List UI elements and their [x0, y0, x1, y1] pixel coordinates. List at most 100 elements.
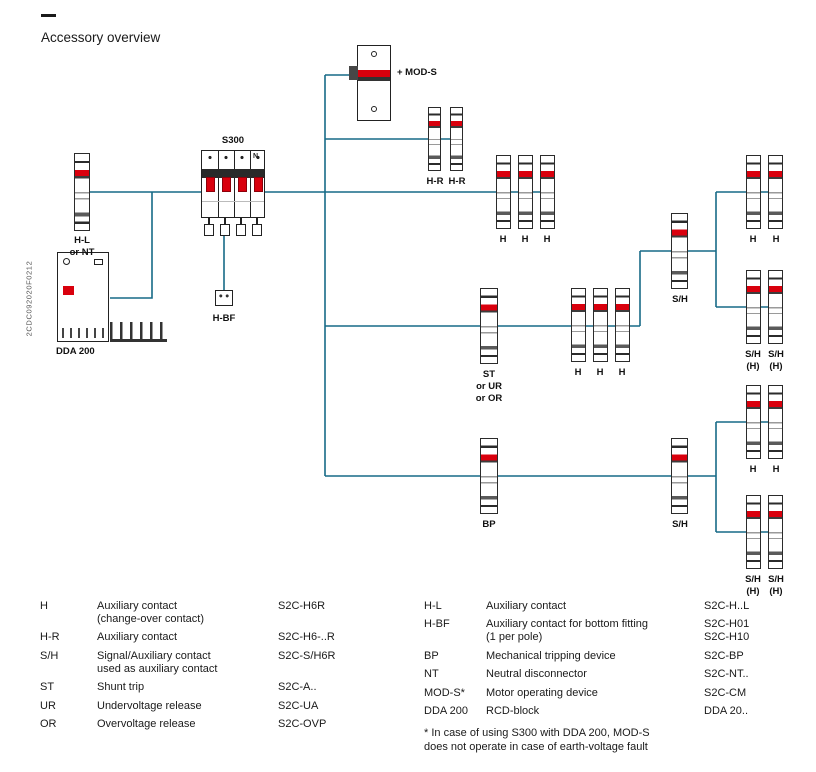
legend-code: S2C-H01 [704, 618, 750, 631]
label-h-bf: H-BF [212, 313, 236, 324]
legend-code: S2C-H6-..R [278, 631, 335, 644]
module-h-top-3 [540, 155, 555, 229]
legend-term: UR [40, 699, 56, 712]
legend-desc: Neutral disconnector [486, 668, 587, 681]
legend-code: S2C-UA [278, 699, 319, 712]
footnote-line-2: does not operate in case of earth-voltag… [424, 741, 648, 754]
label-mod-s: + MOD-S [397, 67, 437, 78]
s300-toggle [206, 177, 215, 192]
mod-s-dark-band [358, 77, 390, 81]
label-h-mid-2: H [596, 367, 604, 378]
legend-term: BP [424, 649, 439, 662]
module-h-l [74, 153, 90, 231]
label-s-h-h-tr-2: S/H [768, 349, 784, 360]
label-h-paren-tr-2: (H) [769, 361, 783, 372]
label-s-h-upper: S/H [672, 294, 688, 305]
legend-code: S2C-A.. [278, 681, 317, 694]
legend-right-column: H-L Auxiliary contact S2C-H..L H-BF Auxi… [424, 600, 799, 755]
legend-code: S2C-NT.. [704, 668, 749, 681]
legend-term: MOD-S* [424, 686, 465, 699]
legend-row: UR Undervoltage release S2C-UA [40, 700, 400, 713]
legend-term: H-R [40, 631, 60, 644]
label-s300: S300 [221, 135, 245, 146]
s300-toggle [222, 177, 231, 192]
legend-desc: (1 per pole) [486, 631, 543, 644]
label-s-h-h-br-2: S/H [768, 574, 784, 585]
legend-footnote: * In case of using S300 with DDA 200, MO… [424, 727, 799, 755]
legend-term: H [40, 600, 48, 612]
module-h-bottomright-2 [768, 385, 783, 459]
label-h-paren-br-1: (H) [746, 586, 760, 597]
label-or-nt: or NT [69, 247, 95, 258]
module-h-r-1 [428, 107, 441, 171]
module-h-bottomright-1 [746, 385, 761, 459]
legend-code: S2C-S/H6R [278, 649, 336, 662]
h-bf-device [215, 290, 233, 306]
label-s-h-h-br-1: S/H [745, 574, 761, 585]
legend-desc: used as auxiliary contact [97, 662, 218, 675]
s300-divider [234, 151, 235, 217]
header-dash [41, 14, 56, 17]
mod-s-side-tab [349, 66, 358, 80]
label-h-paren-br-2: (H) [769, 586, 783, 597]
s300-breaker: N [201, 150, 265, 218]
legend-term: H-L [424, 600, 442, 612]
legend-row: H Auxiliary contact(change-over contact)… [40, 600, 400, 626]
dda-busbar-comb [110, 322, 167, 342]
module-s-h-h-bottomright-1 [746, 495, 761, 569]
s300-toggle [254, 177, 263, 192]
module-s-h-h-bottomright-2 [768, 495, 783, 569]
s300-terminal [236, 218, 246, 236]
mod-s-red-band [358, 70, 390, 77]
s300-terminal [204, 218, 214, 236]
module-st-ur-or [480, 288, 498, 364]
legend-desc: Signal/Auxiliary contact [97, 649, 211, 662]
legend-term: S/H [40, 649, 59, 662]
module-s-h-h-topright-1 [746, 270, 761, 344]
legend-row: H-L Auxiliary contact S2C-H..L [424, 600, 799, 613]
module-h-top-2 [518, 155, 533, 229]
legend-code: S2C-H10 [704, 631, 750, 644]
legend-desc: Undervoltage release [97, 699, 202, 712]
module-h-topright-1 [746, 155, 761, 229]
legend-row: H-BF Auxiliary contact for bottom fittin… [424, 618, 799, 644]
s300-divider [250, 151, 251, 217]
legend-term: DDA 200 [424, 705, 469, 718]
legend-desc: Motor operating device [486, 686, 598, 699]
s300-divider [218, 151, 219, 217]
module-h-top-1 [496, 155, 511, 229]
module-h-mid-1 [571, 288, 586, 362]
mod-s-screw-hole [371, 51, 377, 57]
module-bp [480, 438, 498, 514]
legend-desc: Overvoltage release [97, 718, 196, 731]
label-h-r-2: H-R [448, 176, 466, 187]
legend-desc: Auxiliary contact [97, 631, 178, 644]
mod-s-motor-operator [357, 45, 391, 121]
dda-terminal-ticks [62, 328, 104, 338]
s300-neutral-mark: N [253, 153, 259, 160]
connector-line [110, 192, 153, 299]
s300-terminal [220, 218, 230, 236]
label-h-mid-1: H [574, 367, 582, 378]
module-h-mid-3 [615, 288, 630, 362]
label-h-r-1: H-R [426, 176, 444, 187]
page-title: Accessory overview [41, 30, 161, 45]
document-code: 2CDC092020F0212 [24, 260, 34, 337]
label-h-br-1: H [749, 464, 757, 475]
legend-code: S2C-BP [704, 649, 744, 662]
label-s-h-h-tr-1: S/H [745, 349, 761, 360]
legend-row: DDA 200 RCD-block DDA 20.. [424, 705, 799, 718]
legend-term: OR [40, 718, 57, 731]
legend-code: S2C-H6R [278, 600, 326, 612]
legend-term: ST [40, 681, 55, 694]
label-h-tr-1: H [749, 234, 757, 245]
dda-red-indicator [63, 286, 74, 295]
label-dda-200: DDA 200 [56, 346, 95, 357]
legend-row: ST Shunt trip S2C-A.. [40, 681, 400, 694]
dda-200-rcd-block [57, 252, 109, 342]
legend-term: H-BF [424, 618, 450, 631]
label-or-ur: or UR [476, 381, 502, 392]
